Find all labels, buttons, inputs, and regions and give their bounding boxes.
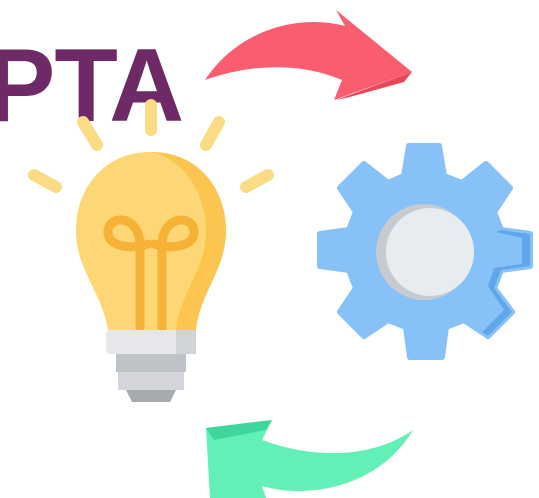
curved-arrow-right-icon — [205, 10, 412, 100]
curved-arrow-left-icon — [206, 420, 413, 498]
gear-icon — [317, 143, 533, 360]
light-rays — [28, 99, 274, 193]
bulb-base — [106, 330, 196, 402]
filament — [103, 215, 199, 333]
lightbulb-icon — [76, 152, 226, 402]
